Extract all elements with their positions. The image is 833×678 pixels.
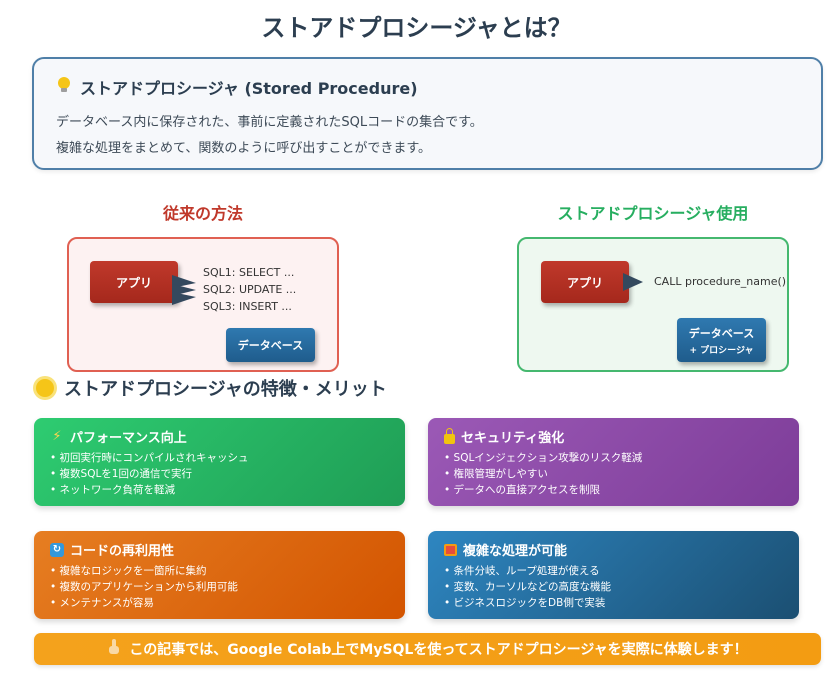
sun-icon <box>36 379 54 397</box>
definition-title: ストアドプロシージャ (Stored Procedure) <box>80 79 418 98</box>
feature-card-title: セキュリティ強化 <box>461 431 565 446</box>
definition-heading: ストアドプロシージャ (Stored Procedure) <box>56 75 799 99</box>
feature-card-title: 複雑な処理が可能 <box>463 544 568 559</box>
feature-card-title: パフォーマンス向上 <box>70 431 187 446</box>
feature-card-title: コードの再利用性 <box>70 544 175 559</box>
feature-item: • 条件分岐、ループ処理が使える <box>444 565 600 577</box>
feature-card-performance: ⚡ パフォーマンス向上 • 初回実行時にコンパイルされキャッシュ • 複数SQLを… <box>34 418 405 506</box>
page-title: ストアドプロシージャとは？ <box>261 14 572 42</box>
sql-list: SQL1: SELECT ... SQL2: UPDATE ... SQL3: … <box>203 264 296 315</box>
feature-item: • ネットワーク負荷を軽減 <box>50 484 176 496</box>
features-heading-text: ストアドプロシージャの特徴・メリット <box>64 379 387 400</box>
article-banner: この記事では、Google Colab上でMySQLを使ってストアドプロシージャ… <box>34 633 821 665</box>
lightning-icon: ⚡ <box>52 429 62 444</box>
definition-line-1: データベース内に保存された、事前に定義されたSQLコードの集合です。 <box>56 115 483 130</box>
feature-item: • 複数のアプリケーションから利用可能 <box>50 581 238 593</box>
procedure-app-box: アプリ <box>541 261 629 303</box>
lock-icon <box>444 427 455 444</box>
procedure-app-label: アプリ <box>566 275 603 290</box>
feature-item: • 複雑なロジックを一箇所に集約 <box>50 565 207 577</box>
procedure-db-box: データベース + プロシージャ <box>677 318 766 362</box>
procedure-db-sublabel: + プロシージャ <box>689 345 754 356</box>
feature-card-complex: 複雑な処理が可能 • 条件分岐、ループ処理が使える • 変数、カーソルなどの高度… <box>428 531 799 619</box>
traditional-db-box: データベース <box>226 328 315 362</box>
feature-item: • 初回実行時にコンパイルされキャッシュ <box>50 452 249 464</box>
arrow-right-icon <box>623 273 643 291</box>
feature-item: • ビジネスロジックをDB側で実装 <box>444 597 606 609</box>
feature-item: • 権限管理がしやすい <box>444 468 548 480</box>
feature-item: • 変数、カーソルなどの高度な機能 <box>444 581 612 593</box>
pointing-hand-icon <box>107 639 121 659</box>
feature-item: • SQLインジェクション攻撃のリスク軽減 <box>444 452 643 464</box>
feature-item: • 複数SQLを1回の通信で実行 <box>50 468 192 480</box>
traditional-app-label: アプリ <box>115 275 152 290</box>
feature-item: • データへの直接アクセスを制限 <box>444 484 601 496</box>
sql-line-2: SQL2: UPDATE ... <box>203 283 297 296</box>
procedure-db-label: データベース <box>688 326 755 340</box>
definition-line-2: 複雑な処理をまとめて、関数のように呼び出すことができます。 <box>56 141 432 156</box>
traditional-panel <box>67 237 339 372</box>
feature-item: • メンテナンスが容易 <box>50 597 154 609</box>
call-text: CALL procedure_name() <box>654 275 787 288</box>
feature-card-security: セキュリティ強化 • SQLインジェクション攻撃のリスク軽減 • 権限管理がしや… <box>428 418 799 506</box>
abacus-icon <box>444 543 457 556</box>
procedure-title: ストアドプロシージャ使用 <box>557 204 749 223</box>
sql-line-3: SQL3: INSERT ... <box>203 300 292 313</box>
recycle-icon: ↻ <box>50 542 64 557</box>
traditional-app-box: アプリ <box>90 261 178 303</box>
definition-box: ストアドプロシージャ (Stored Procedure) データベース内に保存… <box>32 57 823 170</box>
multi-arrow-icon <box>172 275 196 309</box>
lightbulb-icon <box>56 76 72 98</box>
banner-text: この記事では、Google Colab上でMySQLを使ってストアドプロシージャ… <box>129 642 748 658</box>
feature-card-reusability: ↻ コードの再利用性 • 複雑なロジックを一箇所に集約 • 複数のアプリケーション… <box>34 531 405 619</box>
traditional-title: 従来の方法 <box>162 204 243 223</box>
traditional-db-label: データベース <box>237 339 304 352</box>
sql-line-1: SQL1: SELECT ... <box>203 266 295 279</box>
features-heading: ストアドプロシージャの特徴・メリット <box>36 375 387 401</box>
